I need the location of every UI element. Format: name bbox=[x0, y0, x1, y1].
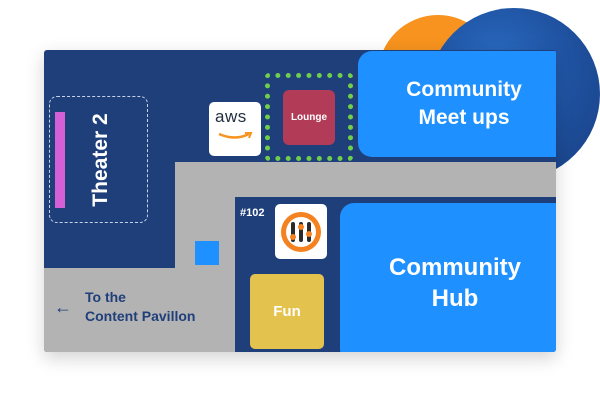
community-hub-room[interactable]: Community Hub bbox=[340, 203, 556, 352]
directions-line1: To the bbox=[85, 289, 126, 305]
aws-logo-text: aws bbox=[215, 107, 247, 126]
corridor-horizontal-lower bbox=[44, 268, 235, 352]
fun-room[interactable]: Fun bbox=[250, 274, 324, 349]
community-meetups-label-line1: Community bbox=[406, 78, 522, 101]
blue-square-marker bbox=[195, 241, 219, 265]
left-arrow-icon: ← bbox=[54, 297, 72, 317]
booth-102-logo-card[interactable] bbox=[275, 204, 327, 259]
community-meetups-label-line2: Meet ups bbox=[418, 106, 510, 129]
orange-sliders-logo-icon bbox=[281, 211, 321, 252]
theater-2-stage-strip bbox=[55, 112, 65, 208]
directions-line2: Content Pavillon bbox=[85, 308, 196, 324]
floor-map: Theater 2 aws Lounge Community Meet ups … bbox=[44, 50, 556, 352]
theater-2-outline[interactable] bbox=[49, 96, 148, 223]
fun-label: Fun bbox=[273, 303, 301, 320]
lounge-label: Lounge bbox=[290, 112, 328, 123]
theater-2-label: Theater 2 bbox=[89, 113, 112, 207]
community-meetups-room[interactable]: Community Meet ups bbox=[358, 51, 556, 157]
lounge-room[interactable]: Lounge bbox=[283, 90, 335, 145]
aws-smile-icon bbox=[218, 132, 253, 139]
community-hub-label-line1: Community bbox=[389, 254, 521, 281]
booth-number-102: #102 bbox=[240, 207, 265, 219]
corridor-horizontal-upper bbox=[175, 162, 556, 197]
aws-booth[interactable]: aws bbox=[209, 102, 261, 156]
community-hub-label-line2: Hub bbox=[431, 285, 479, 312]
